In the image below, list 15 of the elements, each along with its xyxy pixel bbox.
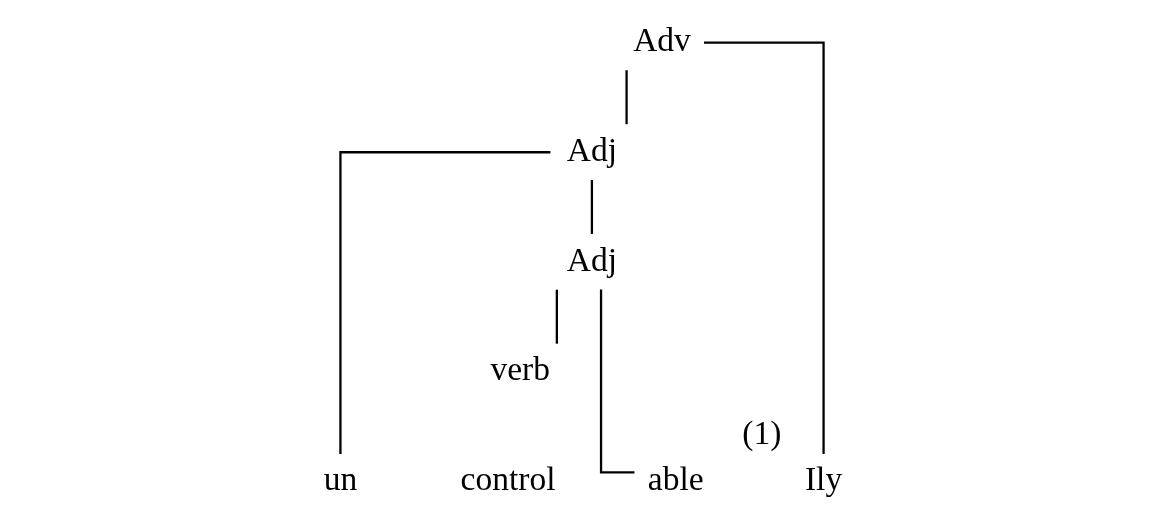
- node-text: verb: [489, 349, 550, 387]
- node-label: (1): [741, 413, 781, 451]
- connector: [338, 150, 550, 454]
- node-text: able: [647, 459, 704, 497]
- connector: [590, 179, 593, 234]
- node-text: un: [323, 459, 357, 497]
- node-text: Adj: [566, 240, 617, 278]
- node-text: Adv: [632, 20, 691, 58]
- connector: [599, 289, 634, 473]
- node-text: Adj: [566, 130, 617, 168]
- connector: [555, 289, 558, 344]
- node-text: Ily: [804, 459, 842, 497]
- connector: [624, 69, 628, 124]
- label: control: [460, 459, 556, 497]
- connector: [703, 40, 825, 454]
